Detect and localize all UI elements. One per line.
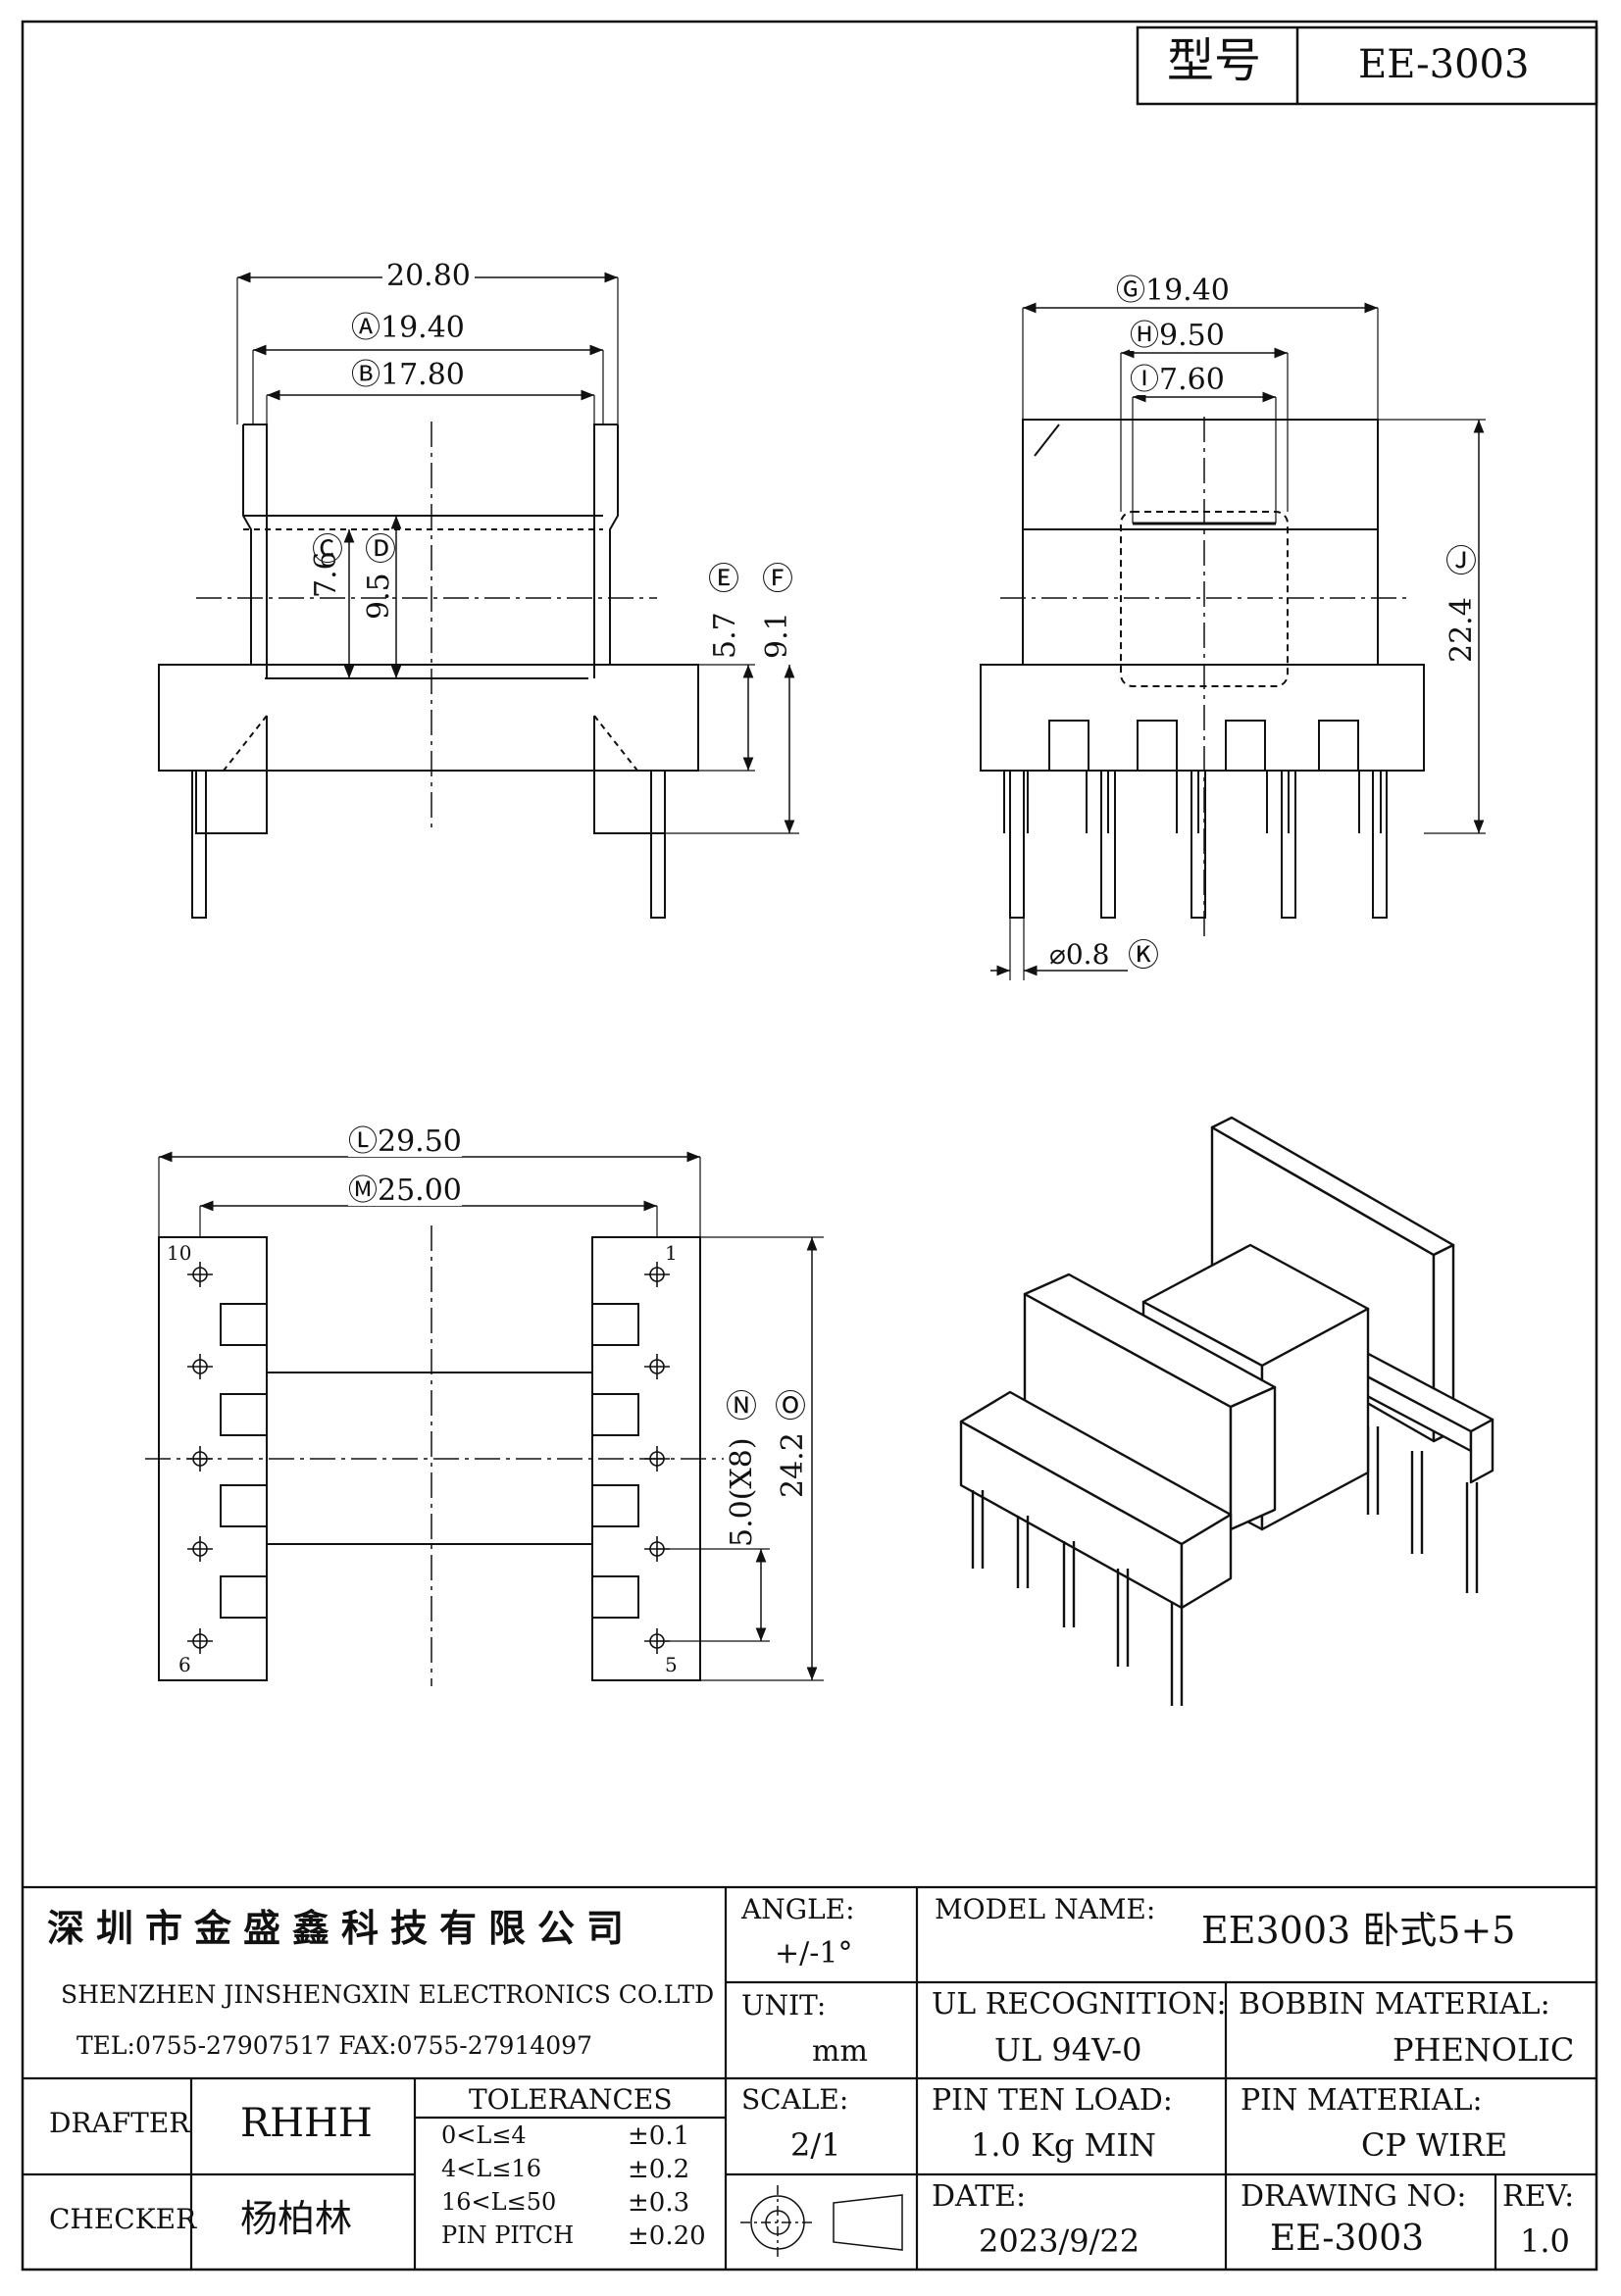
front-label-d: Ⓓ bbox=[365, 530, 397, 568]
title-block-grid bbox=[23, 1885, 1596, 2270]
bottom-label-n: Ⓝ bbox=[726, 1387, 758, 1424]
pin-number-10: 10 bbox=[167, 1241, 192, 1265]
ul-label: UL RECOGNITION: bbox=[932, 1987, 1227, 2021]
bobbin-material-value: PHENOLIC bbox=[1393, 2031, 1575, 2069]
model-value: EE-3003 bbox=[1358, 42, 1530, 87]
side-dim-g: Ⓖ19.40 bbox=[1116, 274, 1230, 308]
pin-load-value: 1.0 Kg MIN bbox=[971, 2126, 1157, 2164]
tolerance-value-1: ±0.1 bbox=[628, 2121, 690, 2151]
tolerance-range-3: 16<L≤50 bbox=[441, 2188, 557, 2216]
front-dim-d: 9.5 bbox=[362, 573, 396, 620]
model-name-value: EE3003 卧式5+5 bbox=[1201, 1909, 1516, 1952]
checker-value: 杨柏林 bbox=[240, 2197, 353, 2240]
angle-value: +/-1° bbox=[775, 1936, 853, 1971]
pin-number-1: 1 bbox=[665, 1241, 678, 1265]
front-dim-e: 5.7 bbox=[708, 612, 742, 659]
tolerance-value-2: ±0.2 bbox=[628, 2155, 690, 2184]
front-label-e: Ⓔ bbox=[708, 560, 740, 597]
isometric-view bbox=[959, 1116, 1494, 1706]
drafter-label: DRAFTER bbox=[49, 2107, 190, 2139]
front-dim-overall: 20.80 bbox=[382, 262, 475, 291]
drawing-no-label: DRAWING NO: bbox=[1241, 2179, 1467, 2214]
rev-label: REV: bbox=[1502, 2179, 1575, 2214]
bottom-label-o: Ⓞ bbox=[775, 1387, 807, 1424]
header-model-box bbox=[1136, 25, 1598, 106]
date-value: 2023/9/22 bbox=[979, 2222, 1140, 2260]
side-dim-i: Ⓘ7.60 bbox=[1130, 363, 1225, 397]
tolerance-range-2: 4<L≤16 bbox=[441, 2155, 541, 2182]
scale-value: 2/1 bbox=[790, 2126, 841, 2164]
bobbin-material-label: BOBBIN MATERIAL: bbox=[1239, 1987, 1550, 2021]
model-label: 型号 bbox=[1167, 33, 1262, 88]
side-label-k: Ⓚ bbox=[1128, 936, 1160, 973]
front-view bbox=[158, 272, 799, 919]
front-label-c: Ⓒ bbox=[312, 530, 344, 568]
side-label-j: Ⓙ bbox=[1445, 542, 1478, 579]
company-name-en: SHENZHEN JINSHENGXIN ELECTRONICS CO.LTD bbox=[61, 1980, 715, 2009]
front-dim-b: Ⓑ17.80 bbox=[351, 358, 465, 392]
unit-label: UNIT: bbox=[741, 1989, 827, 2021]
bottom-dim-o: 24.2 bbox=[776, 1432, 810, 1498]
projection-symbol bbox=[740, 2185, 903, 2260]
front-dim-a: Ⓐ19.40 bbox=[351, 311, 465, 345]
rev-value: 1.0 bbox=[1520, 2222, 1570, 2260]
front-dim-c: 7.6 bbox=[309, 551, 343, 598]
front-label-f: Ⓕ bbox=[762, 560, 794, 597]
unit-value: mm bbox=[812, 2034, 868, 2069]
date-label: DATE: bbox=[932, 2179, 1027, 2214]
bottom-dim-l: Ⓛ29.50 bbox=[348, 1124, 462, 1159]
company-name-cn: 深圳市金盛鑫科技有限公司 bbox=[47, 1907, 636, 1950]
angle-label: ANGLE: bbox=[741, 1893, 855, 1925]
pin-material-label: PIN MATERIAL: bbox=[1241, 2083, 1483, 2118]
front-dim-f: 9.1 bbox=[760, 612, 794, 659]
pin-number-6: 6 bbox=[178, 1653, 191, 1676]
side-view bbox=[980, 302, 1486, 980]
side-dim-h: Ⓗ9.50 bbox=[1130, 319, 1225, 353]
tolerance-value-3: ±0.3 bbox=[628, 2188, 690, 2218]
checker-label: CHECKER bbox=[49, 2203, 197, 2235]
model-name-label: MODEL NAME: bbox=[935, 1893, 1156, 1925]
drafter-value: RHHH bbox=[240, 2101, 373, 2146]
tolerance-range-1: 0<L≤4 bbox=[441, 2121, 527, 2149]
bottom-view bbox=[145, 1151, 824, 1686]
ul-value: UL 94V-0 bbox=[994, 2031, 1142, 2069]
company-contact: TEL:0755-27907517 FAX:0755-27914097 bbox=[76, 2031, 592, 2060]
bottom-dim-m: Ⓜ25.00 bbox=[348, 1173, 462, 1208]
pin-number-5: 5 bbox=[665, 1653, 678, 1676]
bottom-view-pins bbox=[187, 1262, 670, 1654]
tolerance-value-pitch: ±0.20 bbox=[628, 2221, 706, 2251]
bottom-dim-n: 5.0(X8) bbox=[725, 1437, 759, 1547]
side-dim-pin-dia: ⌀0.8 bbox=[1049, 938, 1110, 971]
pin-load-label: PIN TEN LOAD: bbox=[932, 2083, 1173, 2118]
outer-border bbox=[21, 20, 1598, 2271]
side-dim-j: 22.4 bbox=[1444, 597, 1479, 663]
scale-label: SCALE: bbox=[741, 2083, 849, 2116]
tolerance-range-pitch: PIN PITCH bbox=[441, 2221, 575, 2249]
drawing-no-value: EE-3003 bbox=[1270, 2219, 1425, 2259]
tolerances-label: TOLERANCES bbox=[469, 2083, 673, 2116]
pin-material-value: CP WIRE bbox=[1361, 2126, 1508, 2164]
